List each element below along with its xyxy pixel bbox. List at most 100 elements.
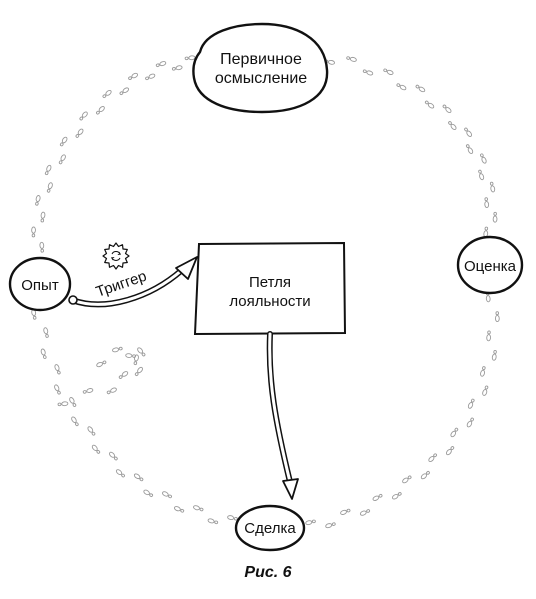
- footprint-icon: [483, 226, 489, 238]
- node-evaluation: Оценка: [456, 235, 524, 295]
- node-evaluation-label: Оценка: [464, 258, 517, 275]
- footprint-icon: [427, 452, 438, 463]
- footprint-icon: [465, 416, 475, 429]
- footprint-icon: [171, 64, 183, 72]
- footprint-icon: [391, 491, 403, 501]
- footprint-icon: [132, 354, 140, 366]
- node-primary-line1: Первичное: [220, 51, 302, 68]
- loyalty-loop-box: Петля лояльности: [193, 241, 347, 336]
- footprint-icon: [483, 197, 490, 209]
- footprint-icon: [401, 474, 413, 485]
- footprint-icon: [464, 143, 475, 155]
- footprint-icon: [304, 518, 317, 526]
- node-experience-shape: [8, 256, 72, 312]
- footprint-icon: [86, 425, 97, 437]
- footprint-icon: [95, 105, 106, 116]
- footprint-icon: [34, 194, 42, 207]
- node-deal: Сделка: [234, 504, 306, 552]
- footprint-icon: [479, 365, 487, 378]
- node-deal-label: Сделка: [244, 520, 296, 537]
- trigger-arrow: [68, 256, 198, 308]
- footprint-icon: [133, 365, 144, 377]
- node-evaluation-shape: [456, 235, 524, 295]
- footprint-icon: [42, 326, 50, 339]
- footprint-icon: [226, 514, 239, 522]
- footprint-icon: [173, 505, 185, 514]
- footprint-icon: [118, 86, 130, 97]
- footprint-icon: [184, 55, 196, 61]
- footprint-icon: [95, 359, 108, 369]
- footprint-icon: [489, 181, 496, 193]
- footprint-icon: [324, 521, 337, 529]
- footprint-icon: [477, 169, 485, 181]
- node-experience: Опыт: [8, 256, 72, 312]
- footprint-icon: [43, 164, 53, 176]
- loop-to-deal-arrow: [266, 331, 299, 500]
- node-primary-comprehension: Первичное осмысление: [192, 22, 329, 114]
- footprint-icon: [133, 472, 145, 483]
- footprint-icon: [345, 55, 358, 63]
- footprint-icon: [53, 363, 62, 376]
- footprint-icon: [371, 492, 384, 502]
- footprint-icon: [117, 370, 130, 380]
- footprint-icon: [339, 507, 352, 516]
- footprint-icon: [486, 330, 492, 342]
- footprint-icon: [207, 517, 219, 525]
- footprint-icon: [424, 99, 436, 110]
- footprint-icon: [106, 386, 118, 396]
- footprint-icon: [82, 387, 94, 395]
- footprint-icon: [447, 120, 458, 131]
- footprint-icon: [479, 152, 488, 165]
- footprint-icon: [53, 383, 62, 396]
- footprint-icon: [481, 384, 490, 397]
- footprint-icon: [57, 401, 69, 407]
- footprint-icon: [39, 241, 45, 253]
- footprint-icon: [111, 345, 124, 353]
- footprint-icon: [144, 72, 156, 82]
- footprint-icon: [108, 450, 119, 462]
- loyalty-loop-box-shape: [193, 241, 347, 336]
- figure-caption: Рис. 6: [244, 564, 292, 581]
- footprint-icon: [142, 488, 154, 499]
- node-experience-label: Опыт: [21, 277, 59, 294]
- footprint-icon: [125, 352, 137, 359]
- loyalty-loop-line2: лояльности: [229, 293, 310, 310]
- footprint-icon: [155, 60, 167, 68]
- footprint-icon: [449, 426, 460, 439]
- trigger-gear-icon: [102, 242, 130, 270]
- footprint-icon: [57, 153, 67, 166]
- node-primary-line2: осмысление: [215, 70, 307, 87]
- footprint-icon: [114, 468, 126, 479]
- footprint-icon: [414, 83, 427, 94]
- footprint-icon: [74, 127, 85, 139]
- footprint-icon: [419, 469, 431, 481]
- footprint-icon: [161, 490, 173, 500]
- loyalty-loop-line1: Петля: [249, 274, 291, 291]
- footprint-icon: [359, 508, 371, 517]
- footprint-icon: [127, 71, 139, 82]
- footprint-icon: [444, 445, 456, 457]
- footprint-icon: [90, 443, 102, 455]
- footprint-icon: [101, 88, 113, 100]
- footprint-icon: [463, 126, 473, 138]
- footprint-icon: [58, 135, 69, 148]
- footprint-icon: [70, 415, 80, 427]
- node-primary-shape: [192, 22, 329, 114]
- footprint-icon: [492, 211, 498, 223]
- node-deal-shape: [234, 504, 306, 552]
- footprint-icon: [192, 504, 205, 513]
- footprint-icon: [395, 82, 408, 92]
- footprint-icon: [68, 396, 78, 408]
- footprint-icon: [382, 67, 395, 76]
- footprint-icon: [40, 348, 48, 360]
- footprint-icon: [491, 349, 498, 361]
- footprint-icon: [441, 103, 453, 114]
- footprint-icon: [39, 211, 46, 223]
- footprint-icon: [31, 226, 36, 238]
- footprint-icon: [45, 181, 54, 194]
- footprint-icon: [78, 110, 89, 122]
- footprint-icon: [467, 397, 476, 410]
- footprint-icon: [362, 68, 374, 77]
- footprint-icon: [494, 311, 500, 323]
